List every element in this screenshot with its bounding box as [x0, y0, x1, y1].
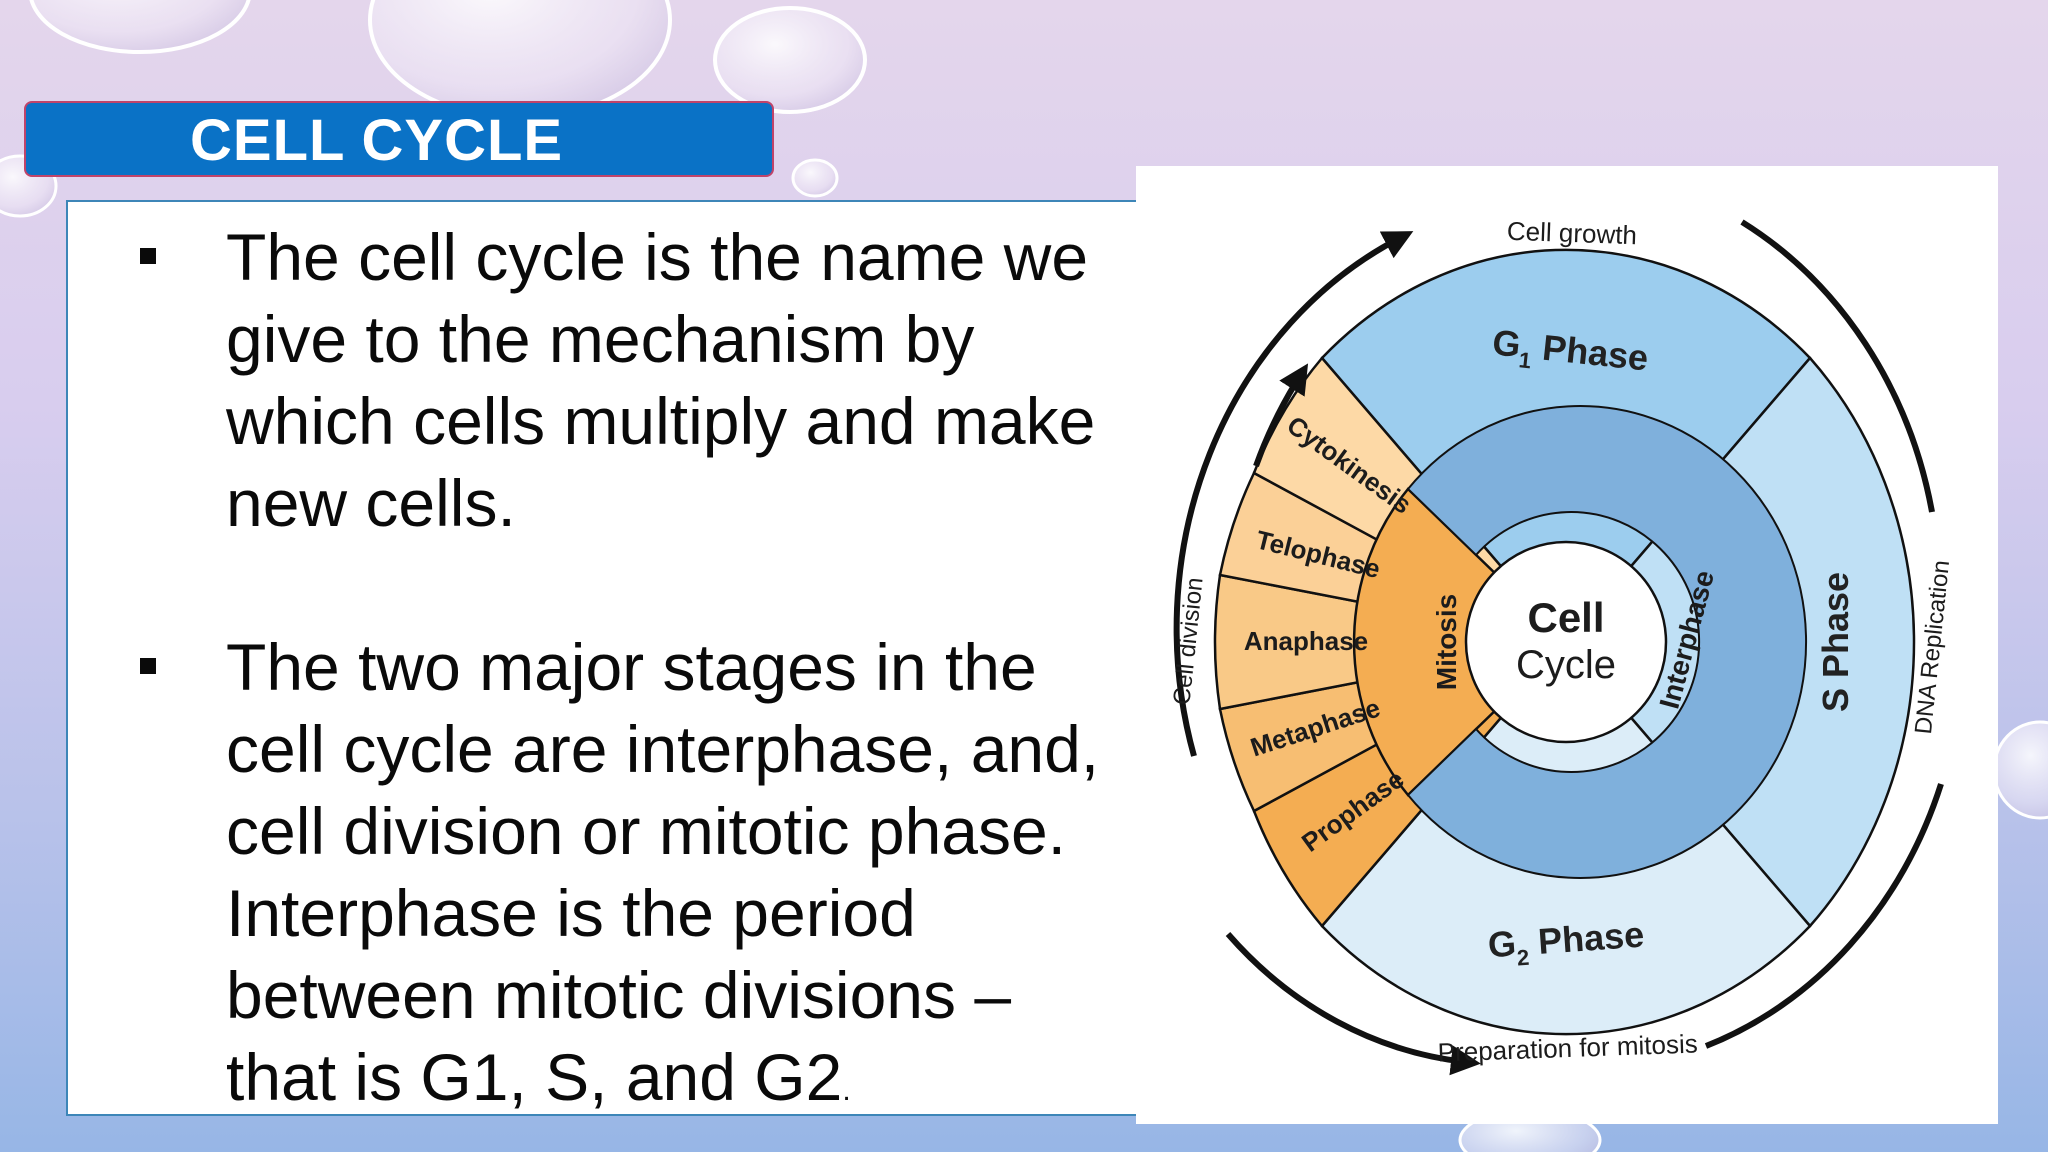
bullet-text-period: . — [842, 1074, 851, 1107]
bullet-marker — [140, 248, 156, 264]
center-circle — [1464, 540, 1668, 744]
bullet-text-main: The two major stages in the cell cycle a… — [226, 630, 1100, 1114]
anaphase-label: Anaphase — [1244, 626, 1368, 656]
cell-growth-label: Cell growth — [1506, 216, 1637, 251]
mitosis-label: Mitosis — [1431, 594, 1462, 690]
cell-growth-arrow — [1740, 219, 1935, 513]
center-label-line2: Cycle — [1516, 643, 1616, 687]
bullet-item-1: The cell cycle is the name we give to th… — [120, 216, 1130, 544]
bullet-marker — [140, 658, 156, 674]
bullet-text: The cell cycle is the name we give to th… — [226, 220, 1096, 540]
mitosis-band — [1352, 487, 1568, 797]
title-banner: CELL CYCLE — [24, 101, 774, 177]
preparation-arrow — [1225, 932, 1481, 1076]
bullet-text-box: The cell cycle is the name we give to th… — [66, 200, 1148, 1116]
g2-phase-label: G2 Phase — [1487, 914, 1646, 973]
cell-cycle-diagram-panel: G1 Phase S Phase G2 Phase Cell Cycle Int… — [1136, 166, 1998, 1124]
bullet-item-2: The two major stages in the cell cycle a… — [120, 626, 1130, 1132]
cell-division-arrow — [1173, 231, 1414, 757]
interphase-ring — [1406, 405, 1808, 879]
cell-division-label: Cell division — [1168, 576, 1208, 706]
slide-title: CELL CYCLE — [190, 108, 564, 173]
dna-replication-arrow — [1704, 783, 1944, 1049]
center-label-line1: Cell — [1527, 594, 1604, 641]
bullet-text: The two major stages in the cell cycle a… — [120, 626, 1130, 1132]
cell-cycle-diagram: G1 Phase S Phase G2 Phase Cell Cycle Int… — [1168, 216, 1955, 1076]
cycle-direction-arrow — [1253, 363, 1309, 468]
s-phase-label: S Phase — [1815, 572, 1856, 712]
preparation-for-mitosis-label: Preparation for mitosis — [1437, 1028, 1698, 1067]
